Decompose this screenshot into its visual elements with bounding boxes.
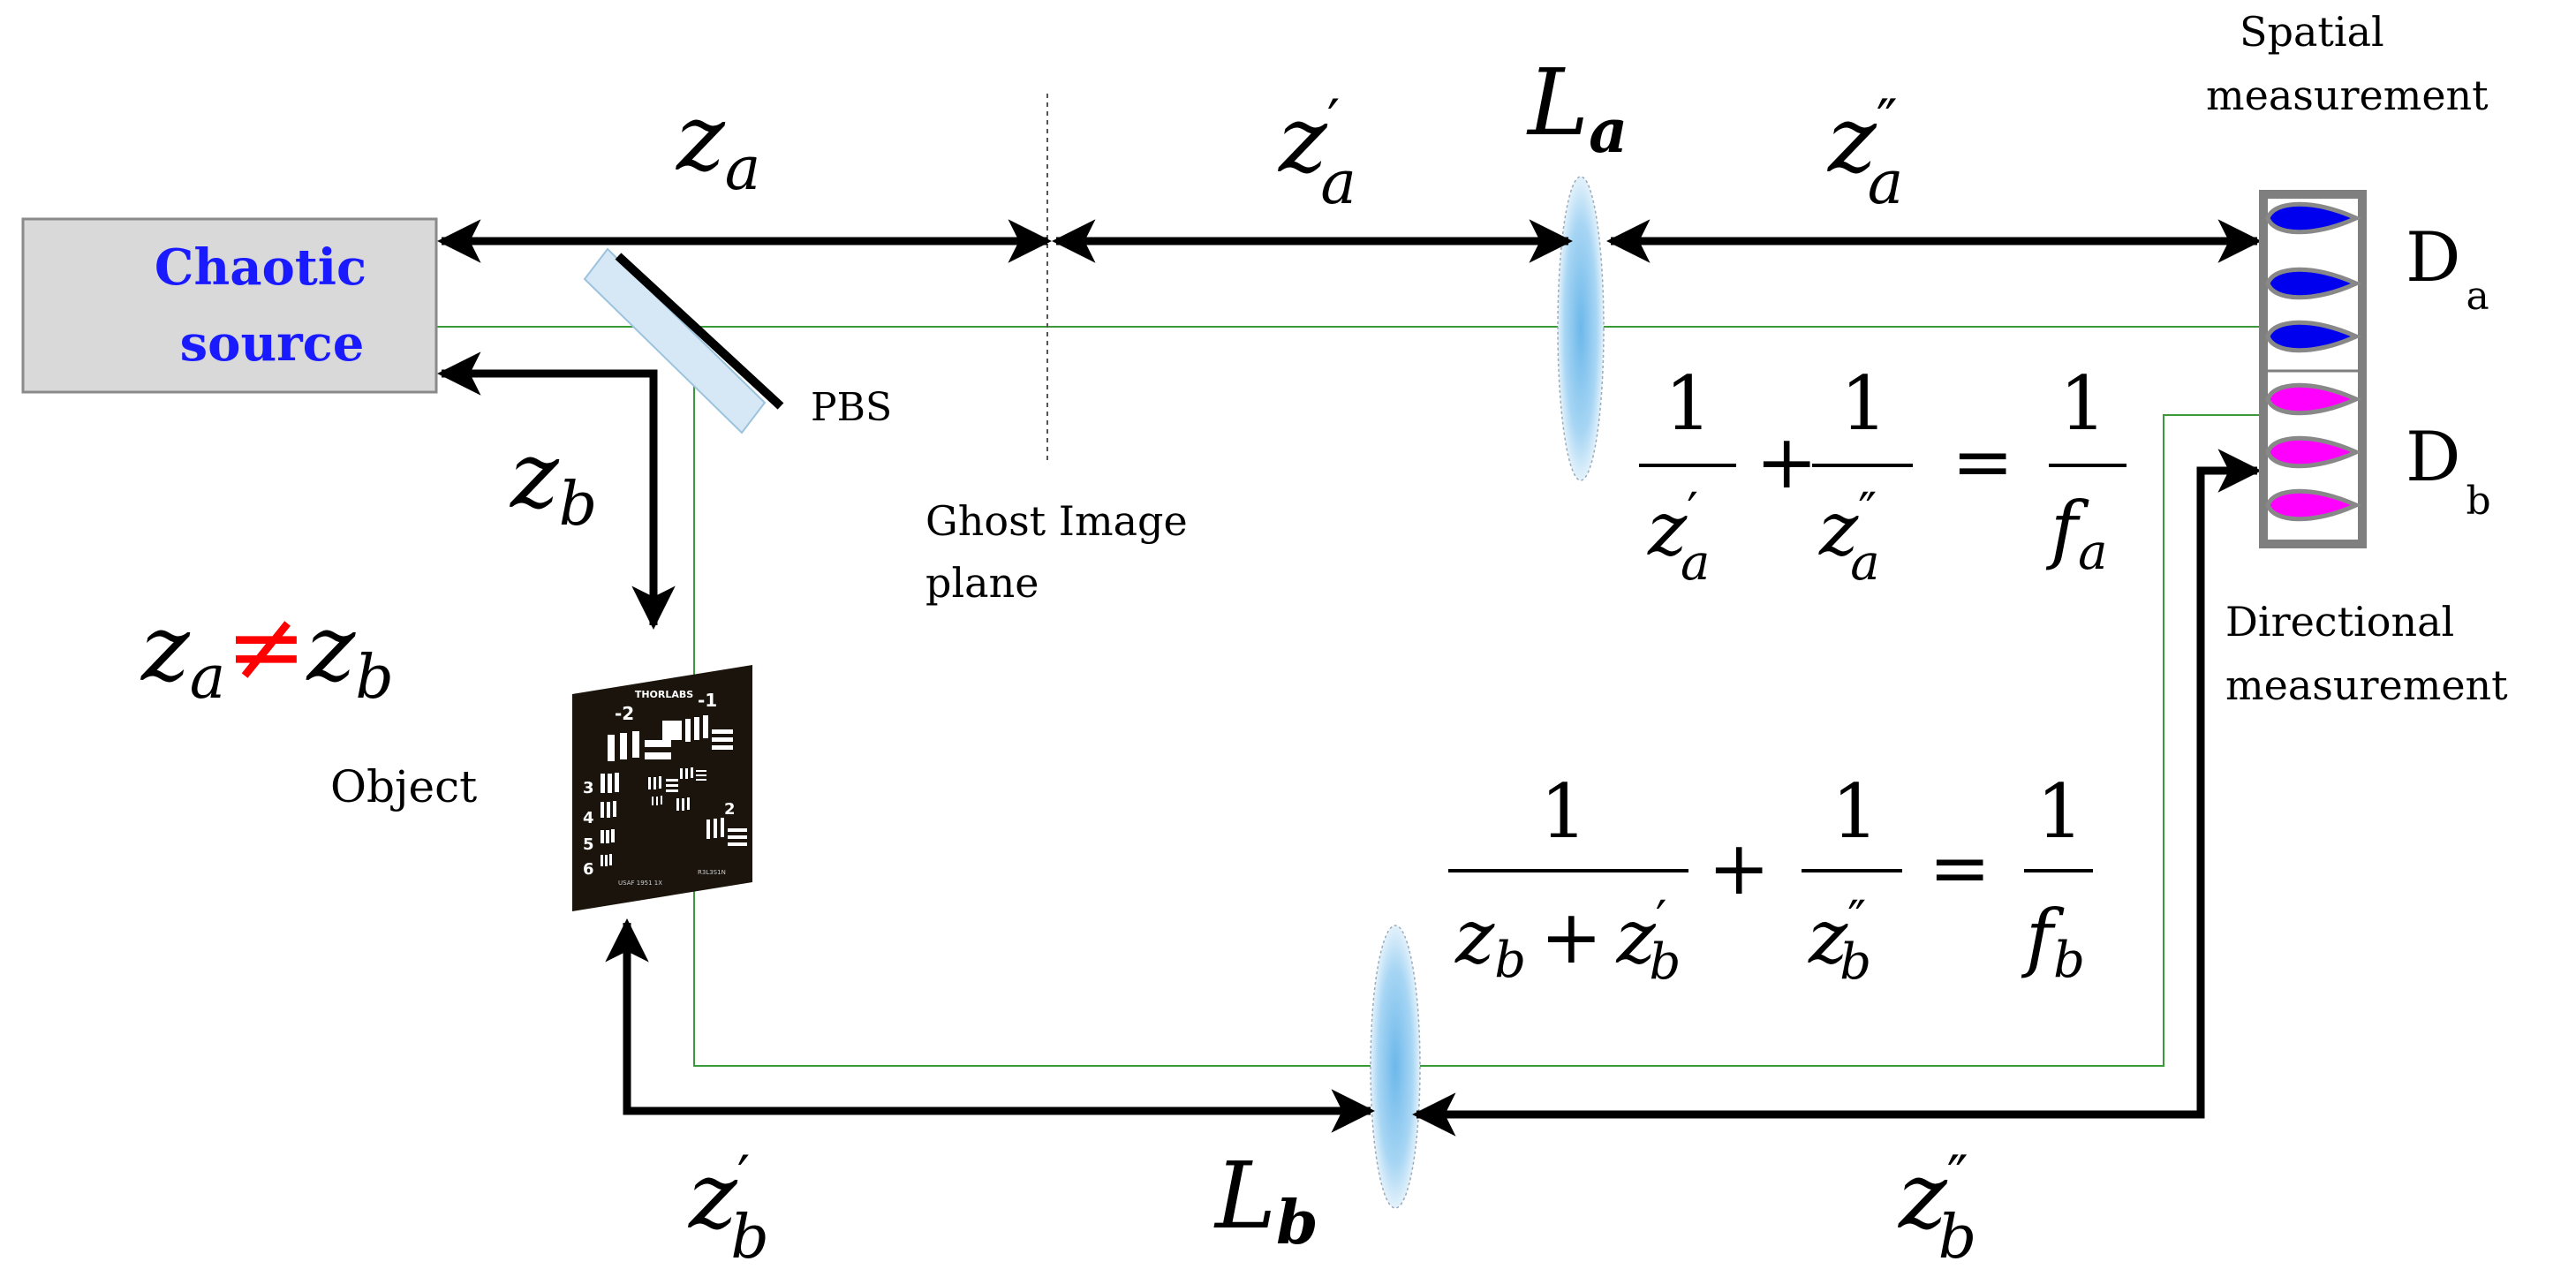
target-group-top-right: -1 — [698, 690, 717, 711]
z-b-symbol: zb — [509, 421, 597, 540]
z-b-prime-symbol: z′b — [687, 1142, 769, 1273]
pixel-detector — [2259, 190, 2367, 548]
target-footer-right: R3L3S1N — [698, 869, 726, 876]
target-group-3: 3 — [583, 779, 594, 797]
eq-b-den2: z″b — [1808, 891, 1871, 991]
chaotic-source-label-line1: Chaotic — [155, 238, 366, 297]
eq-b-plus: + — [1708, 825, 1770, 911]
lens-a-symbol: La — [1526, 49, 1628, 167]
pbs-label: PBS — [811, 385, 892, 430]
z-a-symbol: za — [675, 84, 760, 204]
target-group-5: 5 — [583, 835, 594, 854]
resolution-target: THORLABS -2 -1 2 3 4 5 6 USAF 1951 1X R3… — [572, 665, 752, 911]
distance-arrows — [437, 219, 2262, 1137]
lens-b-symbol: Lb — [1213, 1142, 1318, 1258]
directional-label-line1: Directional — [2225, 598, 2454, 646]
eq-a-den3: fa — [2045, 486, 2107, 581]
pixel-b2 — [2265, 435, 2362, 469]
target-group-6: 6 — [583, 860, 594, 879]
lens-b — [1370, 925, 1421, 1209]
pixel-a1 — [2265, 201, 2362, 235]
pixel-b3 — [2265, 488, 2362, 522]
detector-b-label: Db — [2406, 418, 2491, 524]
z-b-dprime-symbol: z″b — [1897, 1142, 1976, 1273]
z-a-dprime-symbol: z″a — [1826, 86, 1903, 218]
eq-b-den3: fb — [2021, 894, 2085, 989]
target-header: THORLABS — [635, 689, 693, 700]
lens-a — [1557, 176, 1605, 481]
target-group-top-left: -2 — [615, 703, 634, 724]
target-group-right: 2 — [724, 800, 736, 819]
eq-a-den1: z′a — [1647, 483, 1710, 592]
pbs-coating — [615, 253, 784, 410]
eq-a-num1: 1 — [1665, 360, 1711, 447]
pixel-a3 — [2265, 320, 2362, 353]
eq-a-den2: z″a — [1818, 483, 1880, 592]
chaotic-source-label-line2: source — [180, 314, 365, 373]
eq-a-plus: + — [1756, 419, 1817, 505]
pixel-b1 — [2265, 382, 2362, 416]
detector-frame — [2259, 190, 2367, 548]
spatial-label-line2: measurement — [2206, 72, 2489, 119]
z-b-arrow — [437, 351, 676, 630]
ghost-plane-label-line1: Ghost Image — [925, 497, 1188, 545]
target-group-4: 4 — [583, 809, 594, 827]
z-b-dprime-arrow — [1412, 449, 2262, 1137]
target-footer-left: USAF 1951 1X — [618, 880, 662, 887]
chaotic-source-box — [21, 217, 438, 394]
text-labels: Ghost Image plane Object Spatial measure… — [330, 8, 2508, 812]
eq-a-num2: 1 — [1840, 360, 1887, 447]
eq-b-num2: 1 — [1832, 768, 1878, 855]
eq-a-equals: = — [1952, 419, 2013, 505]
math-symbols: za z′a La z″a zb z′b Lb z″b za≠zb — [140, 49, 1976, 1273]
z-b-prime-arrow — [605, 918, 1375, 1133]
lens-equation-a: 1 z′a + 1 z″a = 1 fa — [1639, 360, 2127, 592]
pixel-a2 — [2265, 267, 2362, 300]
object-label: Object — [330, 761, 477, 812]
eq-b-den1: zb+z′b — [1454, 891, 1681, 991]
directional-label-line2: measurement — [2225, 661, 2508, 709]
eq-a-num3: 1 — [2059, 360, 2106, 447]
ghost-plane-label-line2: plane — [925, 559, 1039, 607]
eq-b-num3: 1 — [2036, 768, 2083, 855]
target-bar-patterns — [601, 715, 747, 866]
pbs-glass — [583, 247, 767, 434]
inequality-expression: za≠zb — [140, 590, 394, 713]
eq-b-equals: = — [1929, 825, 1991, 911]
lens-equation-b: 1 zb+z′b + 1 z″b = 1 fb — [1448, 768, 2093, 991]
eq-b-num1: 1 — [1540, 768, 1587, 855]
polarizing-beam-splitter: PBS — [583, 247, 892, 434]
z-a-prime-symbol: z′a — [1277, 86, 1356, 218]
spatial-label-line1: Spatial — [2240, 8, 2384, 56]
chaotic-source: Chaotic source — [21, 217, 438, 394]
